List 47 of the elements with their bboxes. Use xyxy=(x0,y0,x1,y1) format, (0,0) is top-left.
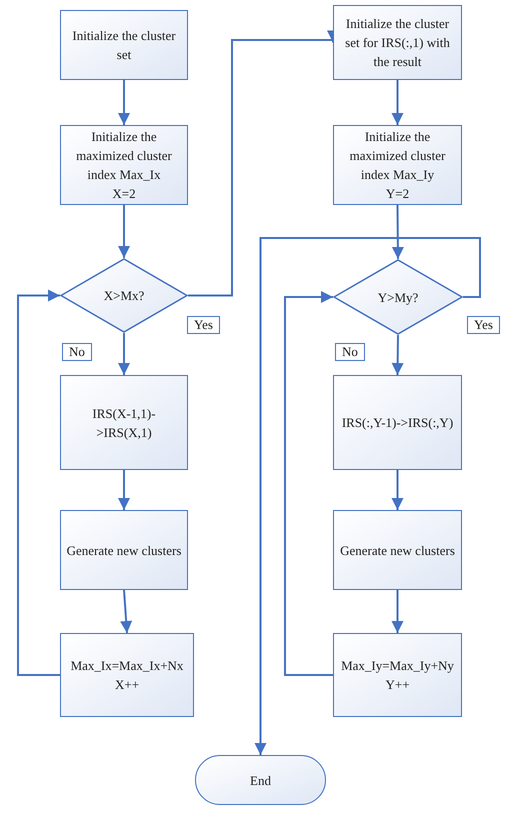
node-text: Initialize the cluster set for IRS(:,1) with the result xyxy=(344,15,451,71)
arrow xyxy=(118,333,130,375)
arrow xyxy=(118,470,130,510)
node-text: Initialize the maximized cluster index Max_Iy xyxy=(348,128,446,184)
process-box xyxy=(333,375,462,470)
decision-diamond xyxy=(333,259,463,335)
edge-label: No xyxy=(62,343,92,361)
arrow xyxy=(17,290,60,676)
node-text: Max_Iy=Max_Iy+Ny xyxy=(341,657,454,675)
node-text: End xyxy=(250,772,271,790)
arrow xyxy=(118,80,130,125)
node-text: Initialize the maximized cluster index Max_Ix xyxy=(75,128,173,184)
arrow xyxy=(118,205,130,258)
edge-label: No xyxy=(335,343,365,361)
node-text: Y>My? xyxy=(378,288,418,306)
node-text: X>Mx? xyxy=(104,287,144,305)
node-text: IRS(X-1,1)->IRS(X,1) xyxy=(91,404,157,442)
node-text: Initialize the cluster set xyxy=(71,27,177,64)
node-text: Generate new clusters xyxy=(340,542,455,560)
node-text: X++ xyxy=(114,676,140,694)
arrow xyxy=(392,334,404,376)
process-box xyxy=(60,10,188,80)
process-box xyxy=(333,125,462,205)
edge-label: Yes xyxy=(467,316,500,334)
terminal-shape xyxy=(195,755,326,805)
node-text: Y=2 xyxy=(386,185,410,203)
process-box xyxy=(60,375,188,470)
arrow xyxy=(120,590,132,634)
edge-label: Yes xyxy=(187,316,220,334)
node-text: IRS(:,Y-1)->IRS(:,Y) xyxy=(342,414,454,432)
node-text: Generate new clusters xyxy=(66,542,182,560)
process-box xyxy=(333,510,462,590)
decision-diamond xyxy=(60,258,188,333)
arrow xyxy=(392,470,404,510)
process-box xyxy=(333,5,462,80)
arrow xyxy=(392,204,404,260)
process-box xyxy=(60,510,188,590)
arrow xyxy=(284,291,333,676)
process-box xyxy=(60,125,188,205)
arrow xyxy=(392,80,404,125)
arrow xyxy=(392,590,404,633)
node-text: Max_Ix=Max_Ix+Nx xyxy=(70,657,184,675)
node-text: X=2 xyxy=(112,185,136,203)
arrow xyxy=(254,237,481,755)
process-box xyxy=(333,633,462,717)
node-text: Y++ xyxy=(385,676,410,694)
process-box xyxy=(60,633,194,717)
